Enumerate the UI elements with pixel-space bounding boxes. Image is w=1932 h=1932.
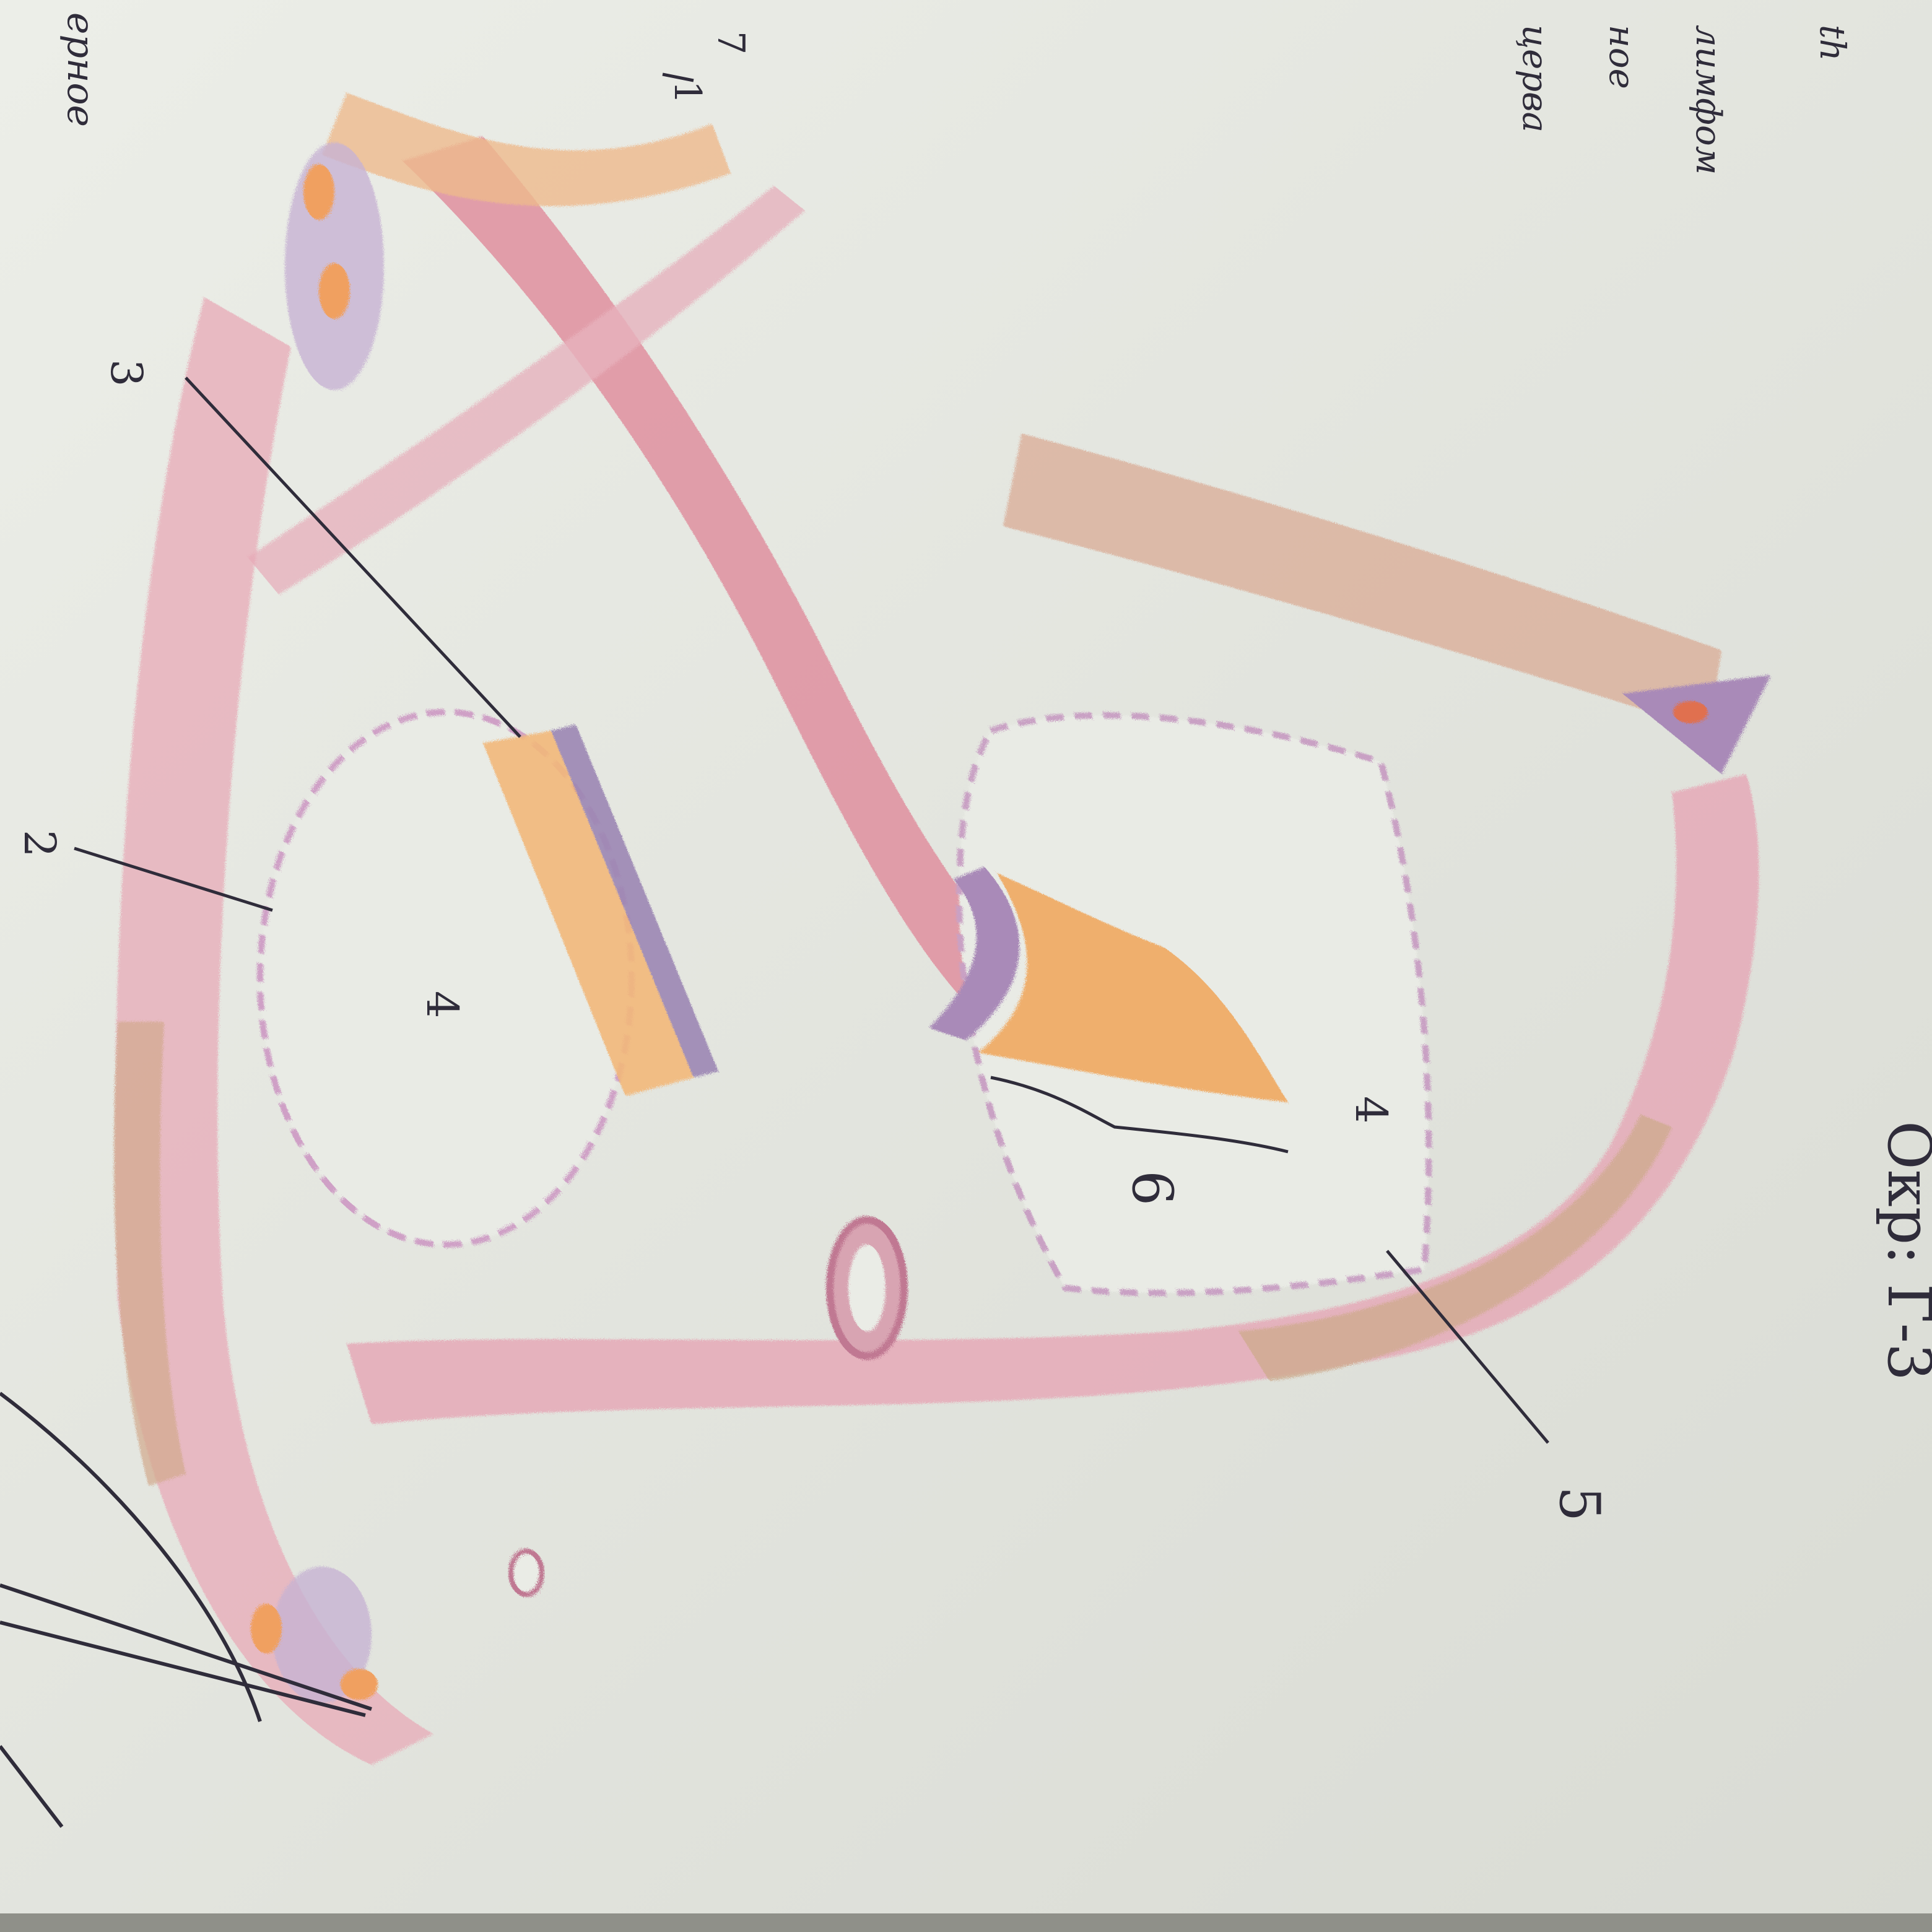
label-7: 7 <box>709 31 752 54</box>
svg-text:th: th <box>1812 25 1852 61</box>
svg-text:6: 6 <box>1120 1170 1185 1206</box>
table-edge <box>0 1913 1932 1932</box>
svg-text:3: 3 <box>101 359 152 387</box>
leader-lines <box>74 72 1549 1444</box>
svg-text:церва: церва <box>1515 25 1555 133</box>
label-6: 6 <box>1120 1170 1185 1206</box>
hatched-epithelium <box>483 724 718 1096</box>
label-4-right: 4 <box>1346 1096 1396 1124</box>
svg-text:4: 4 <box>1346 1096 1396 1124</box>
svg-text:Окр: Г-3: Окр: Г-3 <box>1874 1121 1932 1381</box>
svg-text:7: 7 <box>709 31 752 54</box>
vessel-bottom <box>826 1216 908 1360</box>
svg-text:ное: ное <box>1601 25 1642 89</box>
label-2: 2 <box>14 830 65 858</box>
label-4-left: 4 <box>417 991 468 1019</box>
svg-text:2: 2 <box>14 830 65 858</box>
diagonal-fiber-bundle <box>248 93 1022 1003</box>
margin-text-left-top: ерное <box>59 12 102 127</box>
crest-structure <box>929 867 1288 1102</box>
outer-connective-tissue <box>113 297 433 1765</box>
svg-text:ерное: ерное <box>59 12 102 127</box>
svg-text:4: 4 <box>417 991 468 1019</box>
label-3: 3 <box>101 359 152 387</box>
svg-text:5: 5 <box>1547 1486 1612 1521</box>
svg-text:1: 1 <box>666 80 709 104</box>
label-5: 5 <box>1547 1486 1612 1521</box>
label-1: 1 <box>666 80 709 104</box>
svg-text:лимфом: лимфом <box>1688 25 1728 175</box>
gland-right <box>1622 675 1771 774</box>
margin-caption-right: Окр: Г-3 <box>1874 1121 1932 1381</box>
margin-text-right-top: th лимфом ное церва <box>1515 25 1852 175</box>
stray-ink-lines <box>0 1391 372 1828</box>
vessel-lower-left <box>508 1549 544 1597</box>
gland-top <box>285 142 384 390</box>
muscle-band <box>347 433 1759 1424</box>
gland-bottom <box>251 1567 378 1703</box>
